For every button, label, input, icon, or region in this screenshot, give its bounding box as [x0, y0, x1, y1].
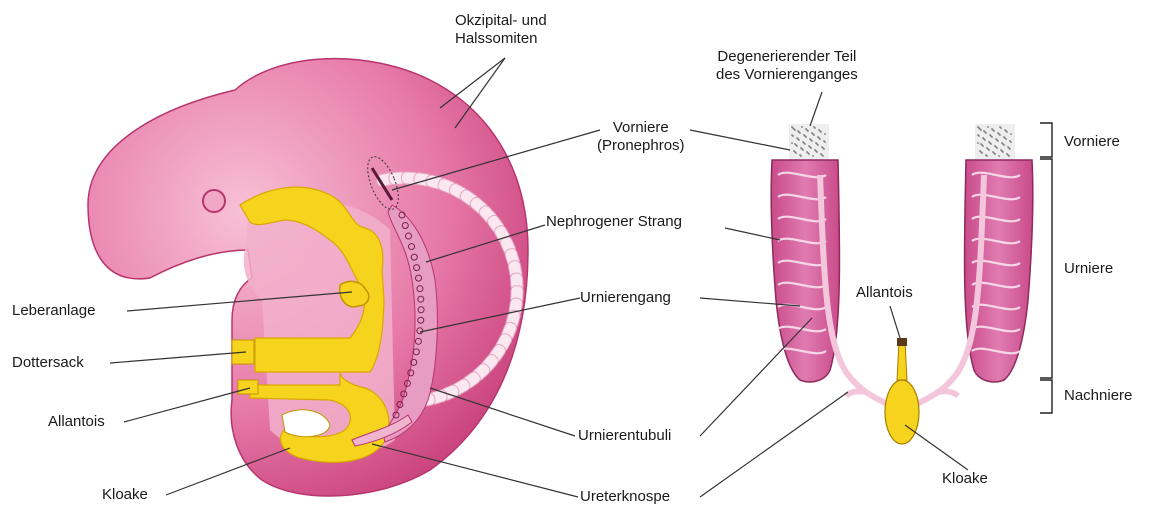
stipple-dot [801, 126, 803, 128]
stipple-dot [1003, 144, 1005, 146]
leader-urnierentubuli-right [700, 318, 812, 436]
leader-ureterknospe-right [700, 392, 848, 497]
embryo [88, 59, 528, 496]
stipple-dot [819, 138, 821, 140]
stipple-dot [812, 155, 814, 157]
stipple-dot [1006, 131, 1008, 133]
stipple-dot [813, 134, 815, 136]
label-bracket-vorniere: Vorniere [1064, 133, 1120, 151]
stipple-dot [988, 149, 990, 151]
stipple-dot [824, 133, 826, 135]
label-kloake-left: Kloake [102, 486, 148, 504]
stipple-dot [986, 155, 988, 157]
bracket-nachniere [1040, 380, 1052, 413]
stipple-dot [990, 143, 992, 145]
allantois-stalk [897, 342, 907, 380]
cloaca-right [885, 380, 919, 444]
stipple-dot [978, 135, 980, 137]
bracket-vorniere [1040, 123, 1052, 157]
stipple-dot [993, 130, 995, 132]
stipple-dot [1009, 148, 1011, 150]
label-bracket-nachniere: Nachniere [1064, 387, 1132, 405]
stipple-dot [1000, 127, 1002, 129]
leader-kloake-right [905, 425, 968, 470]
stipple-dot [807, 130, 809, 132]
stipple-dot [802, 149, 804, 151]
stipple-dot [824, 141, 826, 143]
stipple-dot [800, 155, 802, 157]
stipple-dot [998, 155, 1000, 157]
label-leberanlage: Leberanlage [12, 302, 95, 320]
stipple-dot [805, 136, 807, 138]
stipple-dot [798, 139, 800, 141]
stipple-dot [794, 129, 796, 131]
label-okzipital-halssomiten: Okzipital- und Halssomiten [455, 12, 547, 48]
label-urnierengang: Urnierengang [580, 289, 671, 307]
stipple-dot [811, 140, 813, 142]
stipple-dot [810, 147, 812, 149]
stipple-dot [994, 153, 996, 155]
stipple-dot [814, 127, 816, 129]
label-kloake-right: Kloake [942, 470, 988, 488]
stipple-dot [977, 142, 979, 144]
label-bracket-urniere: Urniere [1064, 260, 1113, 278]
stipple-dot [795, 152, 797, 154]
leader-degenerierender [810, 92, 822, 126]
stipple-dot [808, 153, 810, 155]
leader-allantois-right [890, 306, 900, 338]
allantois-tip [897, 338, 907, 346]
stipple-dot [817, 144, 819, 146]
label-allantois-right: Allantois [856, 284, 913, 302]
label-nephrogener-strang: Nephrogener Strang [546, 213, 682, 231]
stipple-dot [791, 142, 793, 144]
stipple-dot [996, 147, 998, 149]
stipple-dot [822, 155, 824, 157]
leader-vorniere-right [690, 130, 790, 150]
stipple-dot [987, 126, 989, 128]
stipple-dot [820, 131, 822, 133]
stipple-dot [984, 139, 986, 141]
stipple-dot [999, 134, 1001, 136]
ureter-bud-left [846, 391, 866, 396]
stipple-dot [981, 152, 983, 154]
ureter-bud-right [938, 391, 958, 396]
label-dottersack: Dottersack [12, 354, 84, 372]
stipple-dot [991, 136, 993, 138]
label-ureterknospe: Ureterknospe [580, 488, 670, 506]
stipple-dot [982, 145, 984, 147]
stipple-dot [1008, 155, 1010, 157]
stipple-dot [980, 129, 982, 131]
label-vorniere-pronephros: Vorniere (Pronephros) [597, 119, 685, 155]
stipple-dot [985, 132, 987, 134]
label-degenerierender-teil: Degenerierender Teil des Vornierenganges [716, 48, 858, 84]
stipple-dot [792, 135, 794, 137]
otic-vesicle [203, 190, 225, 212]
stipple-dot [1005, 138, 1007, 140]
stipple-dot [1010, 133, 1012, 135]
label-allantois-left: Allantois [48, 413, 105, 431]
stipple-dot [804, 143, 806, 145]
bracket-urniere [1040, 159, 1052, 378]
stipple-dot [816, 151, 818, 153]
stipple-dot [823, 148, 825, 150]
leader-dottersack [110, 352, 246, 363]
brackets [1040, 123, 1052, 413]
allantois-stump [238, 380, 258, 394]
leader-okzipital [440, 58, 505, 108]
stipple-dot [1002, 151, 1004, 153]
stipple-dot [799, 132, 801, 134]
stipple-dot [997, 140, 999, 142]
label-urnierentubuli: Urnierentubuli [578, 427, 671, 445]
stipple-dot [796, 145, 798, 147]
stipple-dot [1010, 141, 1012, 143]
